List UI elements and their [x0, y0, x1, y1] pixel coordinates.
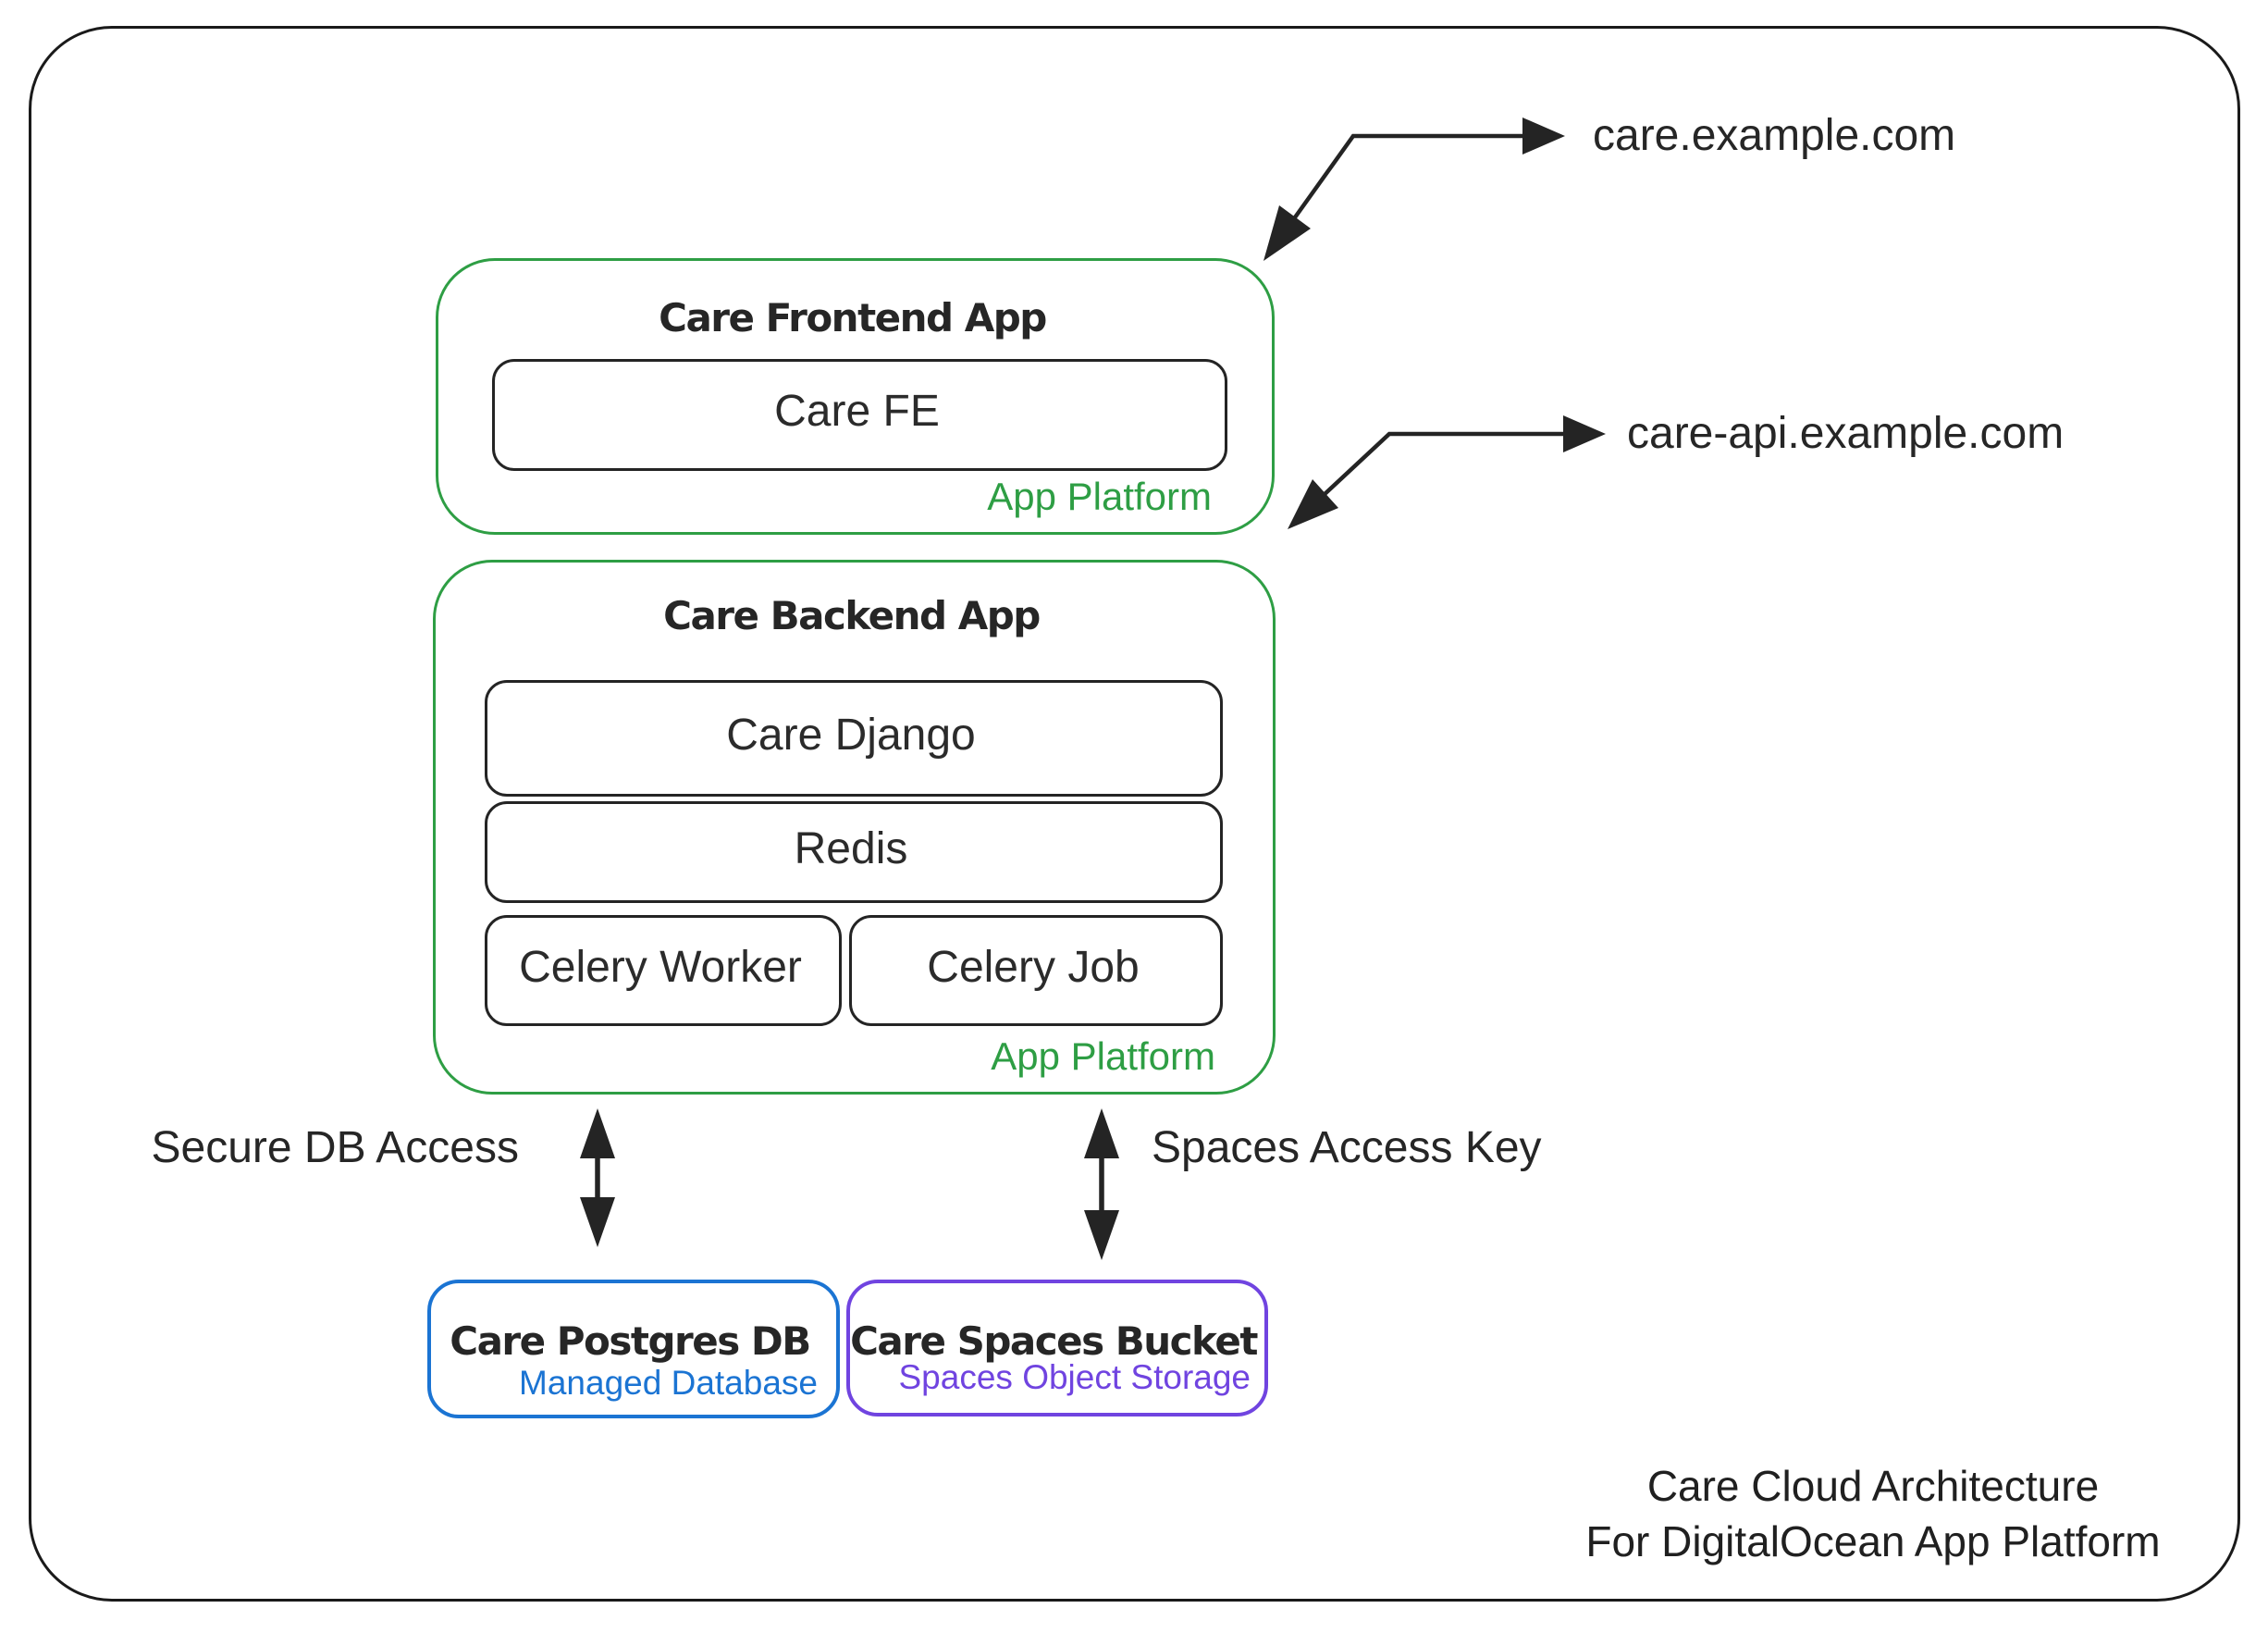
redis-label: Redis: [794, 824, 908, 873]
spaces-bucket-subtitle: Spaces Object Storage: [898, 1358, 1251, 1396]
care-fe-label: Care FE: [774, 387, 940, 436]
celery-worker-node: [485, 915, 842, 1026]
celery-worker-label: Celery Worker: [519, 943, 802, 992]
outer-frame: [29, 26, 2240, 1602]
caption-line-1: Care Cloud Architecture: [1646, 1462, 2100, 1510]
spaces-bucket-box: [846, 1280, 1268, 1417]
care-django-node: [485, 680, 1223, 797]
backend-domain-label: care-api.example.com: [1627, 409, 2065, 458]
frontend-app-title: Care Frontend App: [659, 295, 1047, 340]
spaces-bucket-title: Care Spaces Bucket: [850, 1318, 1258, 1364]
app-platform-label-frontend: App Platform: [987, 475, 1212, 518]
caption-line-2: For DigitalOcean App Platform: [1585, 1517, 2161, 1565]
care-fe-node: [492, 359, 1227, 471]
backend-app-title: Care Backend App: [663, 593, 1041, 638]
celery-job-label: Celery Job: [927, 943, 1140, 992]
redis-node: [485, 801, 1223, 903]
frontend-domain-label: care.example.com: [1593, 111, 1956, 160]
spaces-key-label: Spaces Access Key: [1152, 1123, 1542, 1172]
app-platform-label-backend: App Platform: [991, 1034, 1215, 1078]
care-django-label: Care Django: [726, 711, 976, 760]
celery-job-node: [849, 915, 1223, 1026]
postgres-subtitle: Managed Database: [519, 1364, 818, 1402]
postgres-box: [427, 1280, 840, 1418]
postgres-title: Care Postgres DB: [450, 1318, 811, 1364]
caption: Care Cloud Architecture For DigitalOcean…: [1503, 1458, 2243, 1569]
db-access-label: Secure DB Access: [151, 1123, 520, 1172]
